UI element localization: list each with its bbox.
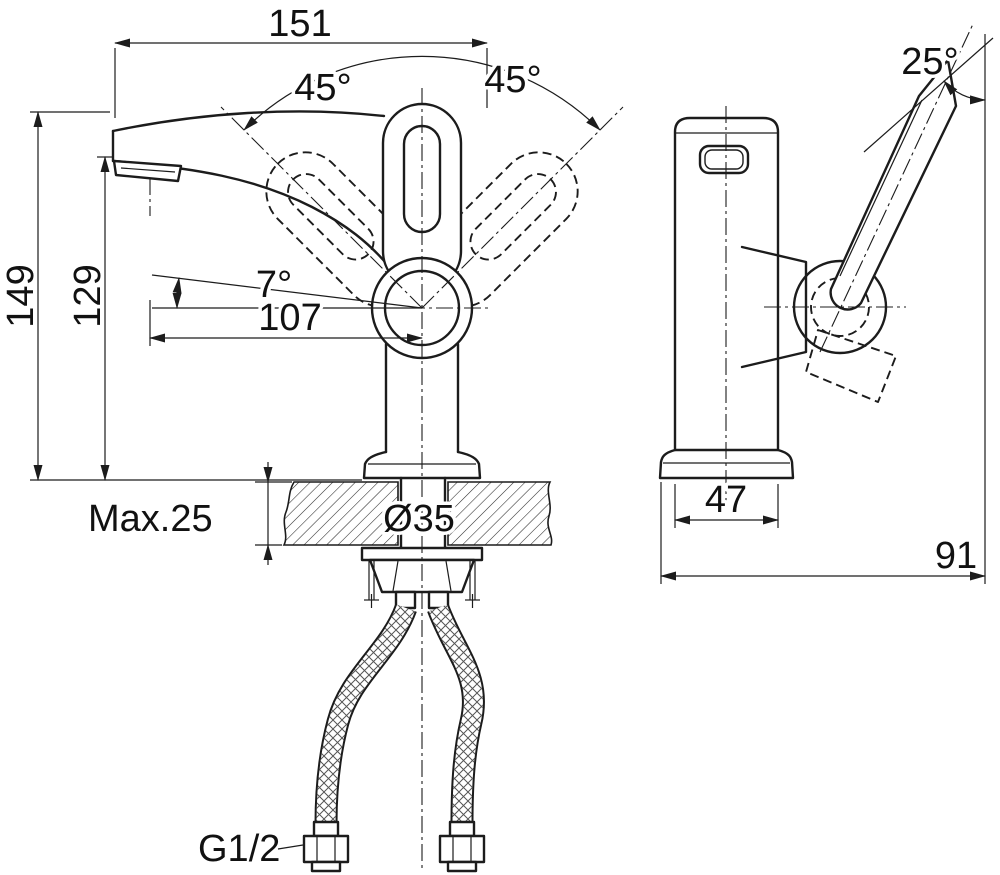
aerator-line — [120, 167, 176, 173]
supply-hose-left — [314, 603, 417, 825]
dim-max25-label: Max.25 — [88, 498, 213, 540]
dim-max25: Max.25 — [85, 462, 292, 565]
nut-facet — [392, 560, 399, 592]
dim-129-label: 129 — [67, 264, 109, 327]
dim-7deg: 7° — [151, 261, 423, 310]
side-handle — [829, 58, 958, 311]
hose-nut-right — [438, 820, 486, 873]
dim-149-label: 149 — [0, 264, 42, 327]
dim-91: 91 — [660, 118, 986, 584]
side-aerator-inner — [704, 149, 744, 170]
mounting-stud-right — [465, 560, 480, 608]
dim-151-label: 151 — [268, 3, 331, 45]
nut-facet — [445, 560, 452, 592]
side-aerator — [698, 144, 750, 175]
mounting-stud-left — [364, 560, 379, 608]
dim-g12: G1/2 — [195, 825, 304, 874]
dim-107: 107 — [149, 294, 423, 346]
dim-91-label: 91 — [935, 535, 977, 577]
dim-151: 151 — [114, 0, 488, 118]
base-flare — [362, 450, 482, 480]
counter-slab-right — [447, 481, 553, 546]
counter-slab-left — [282, 481, 399, 546]
spout-top-edge — [111, 110, 386, 133]
side-handle-line — [839, 99, 923, 277]
dim-hole-label: Ø35 — [383, 498, 455, 540]
dim-129: 129 — [64, 156, 113, 481]
dim-7deg-label: 7° — [256, 264, 292, 306]
dim-25deg-label: 25° — [901, 41, 958, 83]
dim-45-right-label: 45° — [484, 59, 541, 101]
handle-alt-position-dashed — [805, 329, 897, 403]
supply-hose-right — [427, 603, 485, 825]
axis-45-right — [421, 106, 624, 309]
dim-107-label: 107 — [258, 297, 321, 339]
front-view: 151 45° 45° 149 129 7° — [0, 0, 624, 874]
dim-g12-label: G1/2 — [198, 828, 280, 870]
dim-25deg: 25° — [863, 34, 994, 153]
axis-45-left — [220, 106, 423, 309]
dim-47-label: 47 — [705, 479, 747, 521]
hose-nut-left — [302, 820, 350, 873]
dim-45-arc: 45° 45° — [243, 56, 601, 131]
dim-149: 149 — [0, 111, 362, 481]
dim-47: 47 — [674, 476, 779, 528]
aerator — [112, 159, 183, 183]
dim-45-left-label: 45° — [294, 67, 351, 109]
side-view: 25° 47 91 — [658, 23, 994, 584]
